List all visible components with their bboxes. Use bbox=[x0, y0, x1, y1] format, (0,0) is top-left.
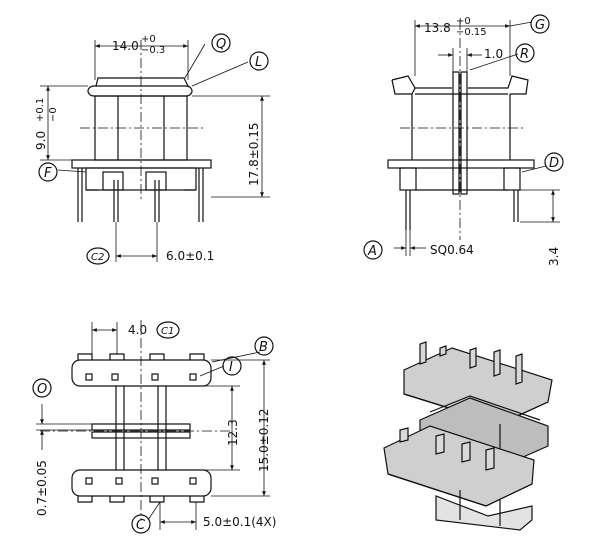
side-view bbox=[363, 14, 564, 260]
front-head-tol-plus: +0.1 bbox=[35, 98, 46, 122]
bottom-view-labels: 4.0 C1 12.3 15.0±0.12 0.7±0.05 5.0±0.1(4… bbox=[35, 323, 276, 533]
ref-c-label: C bbox=[136, 518, 146, 533]
bottom-overall-dim: 15.0±0.12 bbox=[257, 409, 271, 473]
side-standoff-dim: 3.4 bbox=[547, 247, 561, 266]
side-flange-dim: 1.0 bbox=[484, 47, 503, 61]
ref-i-label: I bbox=[229, 360, 233, 375]
ref-c1-label: C1 bbox=[161, 326, 174, 337]
bottom-pitch-b-dim: 5.0±0.1(4X) bbox=[203, 515, 276, 529]
side-width-dim: 13.8 bbox=[424, 21, 451, 35]
front-view bbox=[38, 33, 270, 265]
bottom-view bbox=[32, 320, 274, 534]
side-pin-dim: SQ0.64 bbox=[430, 243, 474, 257]
side-view-labels: 13.8 +0 −0.15 1.0 SQ0.64 3.4 G R D A bbox=[367, 16, 561, 266]
front-width-dim: 14.0 bbox=[112, 39, 139, 53]
bottom-inner-dim: 12.3 bbox=[226, 419, 240, 446]
front-pitch-dim: 6.0±0.1 bbox=[166, 249, 214, 263]
ref-o-label: O bbox=[37, 382, 47, 397]
front-head-dim: 9.0 bbox=[34, 131, 48, 150]
ref-l-label: L bbox=[255, 55, 262, 70]
ref-r-label: R bbox=[520, 47, 529, 62]
ref-a-label: A bbox=[367, 244, 377, 259]
ref-d-label: D bbox=[549, 156, 559, 171]
side-width-tol-plus: +0 bbox=[456, 16, 471, 27]
front-height-dim: 17.8±0.15 bbox=[247, 123, 261, 187]
side-width-tol-minus: −0.15 bbox=[456, 27, 487, 38]
ref-c2-label: C2 bbox=[91, 252, 104, 263]
front-view-labels: 14.0 +0 −0.3 9.0 +0.1 −0 17.8±0.15 6.0±0… bbox=[34, 34, 262, 263]
front-head-tol-minus: −0 bbox=[48, 107, 59, 122]
isometric-view bbox=[383, 341, 553, 531]
front-width-tol-plus: +0 bbox=[141, 34, 156, 45]
ref-b-label: B bbox=[259, 340, 268, 355]
bottom-pitch-a-dim: 4.0 bbox=[128, 323, 147, 337]
ref-g-label: G bbox=[535, 18, 545, 33]
ref-f-label: F bbox=[44, 166, 52, 181]
ref-q-label: Q bbox=[216, 37, 226, 52]
bottom-flange-thk-dim: 0.7±0.05 bbox=[35, 460, 49, 516]
front-width-tol-minus: −0.3 bbox=[141, 45, 165, 56]
